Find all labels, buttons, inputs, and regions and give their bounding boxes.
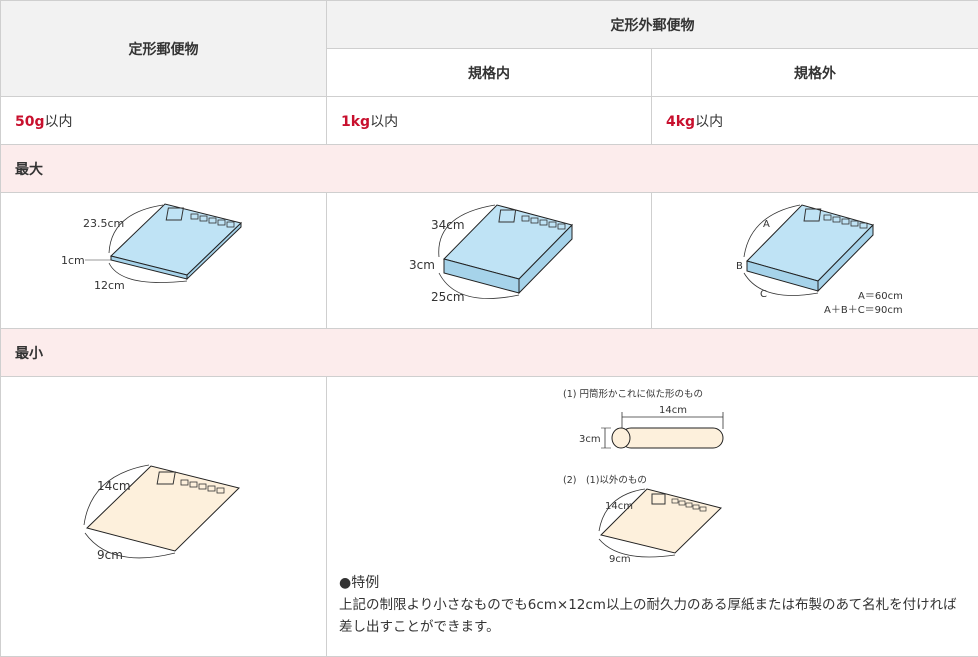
header-teikeigai: 定形外郵便物 — [327, 1, 978, 49]
max-kikakunai-illustration: 34cm 3cm 25cm — [327, 193, 650, 324]
special-note: ●特例 上記の制限より小さなものでも6cm×12cm以上の耐久力のある厚紙または… — [339, 572, 959, 638]
max-kikakunai-short: 25cm — [431, 290, 465, 304]
max-kikakugai-rule1: A＝60cm — [858, 291, 903, 302]
min-teikeigai-illustration: (1) 円筒形かこれに似た形のもの 14cm 3cm (2) (1)以外のもの — [327, 377, 977, 567]
cylinder-diameter: 3cm — [579, 434, 601, 445]
note-title: ●特例 — [339, 572, 959, 594]
max-kikakugai-c: C — [760, 289, 767, 300]
weight-suffix: 以内 — [45, 114, 73, 130]
rect-short: 9cm — [609, 554, 631, 565]
max-kikakugai-illustration: A B C A＝60cm A＋B＋C＝90cm — [652, 193, 977, 324]
max-teikei-long: 23.5cm — [83, 217, 124, 230]
max-teikei-cell: 23.5cm 1cm 12cm — [1, 193, 327, 329]
min-teikei-cell: 14cm 9cm — [1, 377, 327, 657]
cylinder-length: 14cm — [659, 405, 687, 416]
min-teikei-illustration: 14cm 9cm — [1, 377, 325, 652]
max-kikakugai-cell: A B C A＝60cm A＋B＋C＝90cm — [652, 193, 978, 329]
header-teikei: 定形郵便物 — [1, 1, 327, 97]
weight-teikei: 50g以内 — [1, 97, 327, 145]
weight-kikakunai: 1kg以内 — [327, 97, 652, 145]
max-kikakunai-cell: 34cm 3cm 25cm — [327, 193, 652, 329]
case1-label: (1) 円筒形かこれに似た形のもの — [563, 388, 703, 400]
header-kikakunai: 規格内 — [327, 49, 652, 97]
weight-value: 4kg — [666, 114, 695, 130]
case2-label: (2) (1)以外のもの — [563, 474, 647, 486]
max-kikakugai-b: B — [736, 261, 743, 272]
section-max: 最大 — [1, 145, 978, 193]
weight-kikakugai: 4kg以内 — [652, 97, 978, 145]
max-teikei-thick: 1cm — [61, 254, 85, 267]
weight-suffix: 以内 — [695, 114, 723, 130]
weight-suffix: 以内 — [370, 114, 398, 130]
max-kikakunai-thick: 3cm — [409, 258, 435, 272]
max-teikei-illustration: 23.5cm 1cm 12cm — [1, 193, 325, 324]
min-teikeigai-cell: (1) 円筒形かこれに似た形のもの 14cm 3cm (2) (1)以外のもの — [327, 377, 978, 657]
max-teikei-short: 12cm — [94, 279, 125, 292]
note-body: 上記の制限より小さなものでも6cm×12cm以上の耐久力のある厚紙または布製のあ… — [339, 594, 959, 638]
weight-value: 50g — [15, 114, 45, 130]
header-kikakugai: 規格外 — [652, 49, 978, 97]
min-teikei-short: 9cm — [97, 548, 123, 562]
max-kikakugai-a: A — [763, 219, 770, 230]
rect-long: 14cm — [605, 501, 633, 512]
min-teikei-long: 14cm — [97, 479, 131, 493]
weight-value: 1kg — [341, 114, 370, 130]
section-min: 最小 — [1, 329, 978, 377]
max-kikakugai-rule2: A＋B＋C＝90cm — [824, 305, 903, 316]
max-kikakunai-long: 34cm — [431, 218, 465, 232]
